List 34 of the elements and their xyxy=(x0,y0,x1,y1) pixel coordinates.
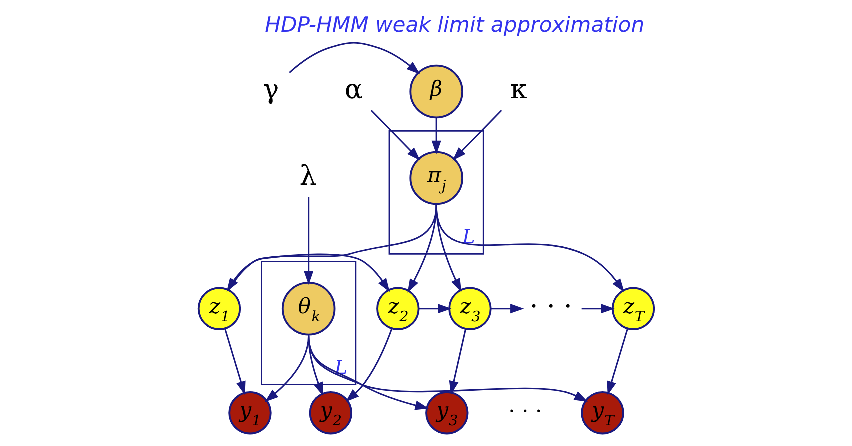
arrow xyxy=(431,118,441,155)
node-circle: z$_{T}$ xyxy=(611,287,655,330)
node-text: · · · xyxy=(529,291,572,322)
arrow xyxy=(581,304,614,314)
arrow xyxy=(407,205,437,293)
arrow xyxy=(435,205,624,292)
node-text: γ xyxy=(262,74,279,106)
node-circle: z$_{3}$ xyxy=(448,287,492,330)
arrow xyxy=(304,197,314,285)
node-circle: β xyxy=(409,64,463,119)
node-circle: θ$_{k}$ xyxy=(281,282,336,336)
arrow xyxy=(606,328,628,396)
label: · · · xyxy=(508,398,542,424)
arrow xyxy=(452,110,502,161)
node-circle: y$_{1}$ xyxy=(228,391,272,435)
node-circle: z$_{1}$ xyxy=(197,287,241,330)
arrow xyxy=(288,42,420,75)
node-circle: π$_{j}$ xyxy=(409,151,463,206)
node-text: κ xyxy=(510,74,527,106)
node-circle: z$_{2}$ xyxy=(376,287,420,330)
arrow xyxy=(228,254,390,292)
diagram-title: HDP-HMM weak limit approximation xyxy=(264,12,644,38)
node-circle: y$_{3}$ xyxy=(425,391,468,435)
node-circle: y$_{2}$ xyxy=(308,391,352,435)
node-text: α xyxy=(344,74,363,106)
arrow xyxy=(370,110,420,161)
arrow xyxy=(345,328,392,402)
node-text: λ xyxy=(299,160,316,192)
arrow xyxy=(448,328,466,395)
arrow xyxy=(308,336,588,402)
arrow xyxy=(490,304,524,314)
arrow xyxy=(224,328,246,396)
node-circle: y$_{T}$ xyxy=(580,391,624,435)
arrow xyxy=(418,304,452,314)
